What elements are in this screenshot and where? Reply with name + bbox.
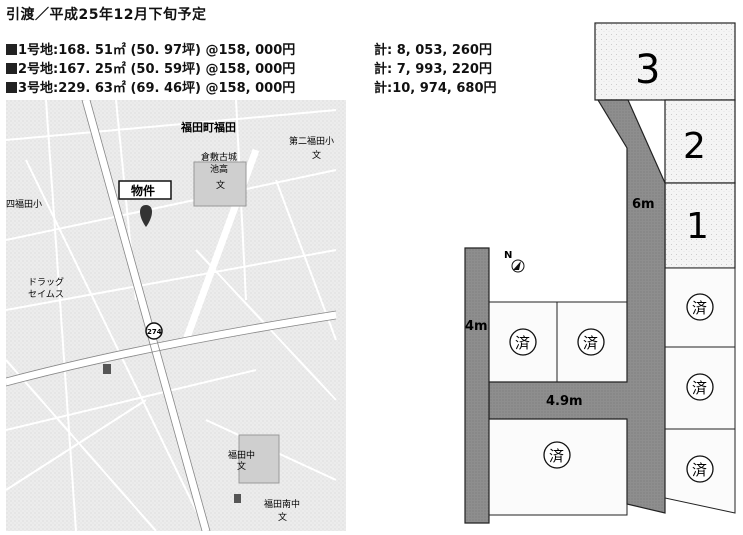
lot-row: 1号地:168. 51㎡ (50. 97坪) @158, 000円 計: 8, …: [6, 41, 536, 60]
lot-total: 計: 7, 993, 220円: [374, 62, 492, 77]
school-symbol-icon: 文: [278, 511, 287, 523]
school-daishi-label: 四福田小: [6, 198, 42, 210]
bullet-square-icon: [6, 44, 17, 55]
lot-1: [664, 182, 736, 269]
lot-price-list: 1号地:168. 51㎡ (50. 97坪) @158, 000円 計: 8, …: [6, 41, 536, 98]
lot-2-number: 2: [683, 126, 706, 167]
fukuda-jhs-grounds: [238, 434, 280, 484]
delivery-title: 引渡／平成25年12月下旬予定: [6, 7, 207, 23]
school-kurashiki-label-2: 池高: [210, 163, 228, 175]
road-49m-label: 4.9m: [546, 394, 583, 409]
road-6m: [488, 99, 666, 514]
school-symbol-icon: 文: [216, 179, 225, 191]
drugstore-label: ドラッグ: [28, 276, 64, 288]
svg-text:済: 済: [692, 299, 707, 317]
fukuda-minami-label: 福田南中: [264, 498, 300, 510]
lot-3: [594, 22, 736, 101]
lot-layout-plan: 3 2 1 6m 4m 4.9m N 済 済: [460, 18, 743, 530]
svg-text:済: 済: [515, 334, 530, 352]
lot-1-number: 1: [686, 206, 709, 247]
district-label: 福田町福田: [180, 120, 236, 134]
drugstore-label-2: セイムス: [28, 289, 64, 300]
road-4m: [464, 247, 490, 524]
lot-3-number: 3: [635, 47, 660, 93]
lot-total: 計:10, 974, 680円: [374, 81, 497, 96]
school-symbol-icon: 文: [237, 460, 246, 472]
lot-row: 3号地:229. 63㎡ (69. 46坪) @158, 000円 計:10, …: [6, 79, 536, 98]
gas-station-icon: [103, 364, 111, 374]
sold-mark-icon: 済: [686, 293, 714, 321]
school-daini-label: 第二福田小: [289, 135, 334, 147]
north-arrow-icon: N: [504, 250, 525, 273]
route-shield-icon: [145, 322, 163, 340]
sold-mark-icon: 済: [577, 328, 605, 356]
school-symbol-icon: 文: [312, 149, 321, 161]
sold-mark-icon: 済: [509, 328, 537, 356]
school-kurashiki-label: 倉敷古城: [201, 151, 237, 163]
lot-2: [664, 99, 736, 184]
svg-text:済: 済: [583, 334, 598, 352]
property-label: 物件: [131, 183, 155, 198]
lot-info: 1号地:168. 51㎡ (50. 97坪) @158, 000円: [18, 43, 296, 58]
lot-total: 計: 8, 053, 260円: [374, 43, 492, 58]
bullet-square-icon: [6, 82, 17, 93]
bullet-square-icon: [6, 63, 17, 74]
map-svg: 福田町福田 倉敷古城 池高 文 第二福田小 文 四福田小 物件 ドラッグ セイム…: [5, 99, 346, 532]
property-label-box: [118, 180, 172, 200]
road-4m-label: 4m: [465, 319, 488, 334]
main-road-edges: [5, 99, 337, 532]
sold-mark-icon: 済: [686, 373, 714, 401]
map-background: [6, 100, 346, 531]
svg-text:N: N: [504, 250, 512, 261]
lot-row: 2号地:167. 25㎡ (50. 59坪) @158, 000円 計: 7, …: [6, 60, 536, 79]
sold-mark-icon: 済: [686, 455, 714, 483]
route-number: 274: [147, 328, 162, 336]
lot-info: 2号地:167. 25㎡ (50. 59坪) @158, 000円: [18, 62, 296, 77]
lot-info: 3号地:229. 63㎡ (69. 46坪) @158, 000円: [18, 81, 296, 96]
area-map: 福田町福田 倉敷古城 池高 文 第二福田小 文 四福田小 物件 ドラッグ セイム…: [5, 99, 346, 532]
svg-text:済: 済: [692, 379, 707, 397]
sold-mark-icon: 済: [543, 441, 571, 469]
plan-svg: 3 2 1 6m 4m 4.9m N 済 済: [464, 22, 736, 524]
kurashiki-school-grounds: [193, 161, 247, 207]
svg-text:済: 済: [692, 461, 707, 479]
svg-text:済: 済: [549, 447, 564, 465]
property-pin-icon: [140, 205, 152, 227]
road-6m-label: 6m: [632, 197, 655, 212]
fukuda-jhs-label: 福田中: [228, 449, 255, 461]
gas-station-icon: [234, 494, 241, 503]
